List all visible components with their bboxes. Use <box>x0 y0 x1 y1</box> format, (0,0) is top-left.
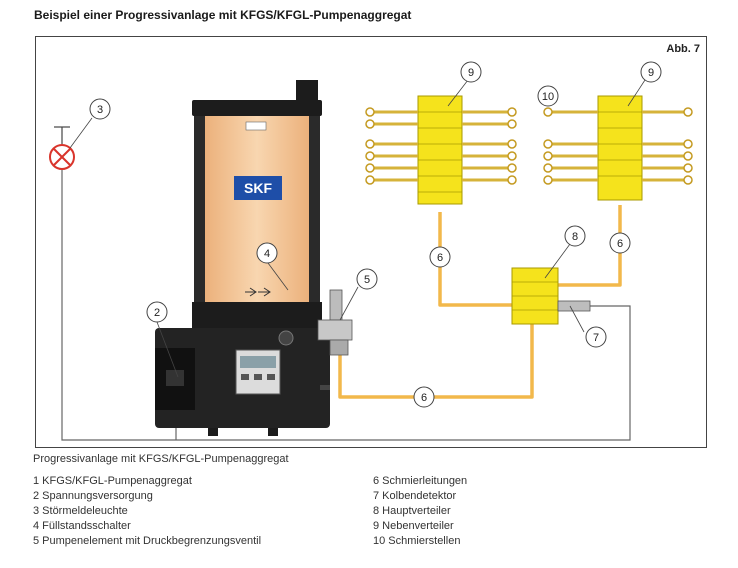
callout-9a <box>460 61 482 83</box>
legend-item: 2 Spannungsversorgung <box>33 490 153 502</box>
svg-text:6: 6 <box>437 252 443 264</box>
figure-caption: Progressivanlage mit KFGS/KFGL-Pumpenagg… <box>33 453 289 465</box>
svg-text:2: 2 <box>154 307 160 319</box>
svg-text:9: 9 <box>468 67 474 79</box>
callout-10 <box>537 85 559 107</box>
callout-9b <box>640 61 662 83</box>
figure-frame: Abb. 7 <box>35 36 707 448</box>
svg-text:10: 10 <box>542 91 554 103</box>
legend-item: 5 Pumpenelement mit Druckbegrenzungsvent… <box>33 535 262 547</box>
legend-left: 1 KFGS/KFGL-Pumpenaggregat 2 Spannungsve… <box>33 474 261 549</box>
svg-text:6: 6 <box>421 392 427 404</box>
callout-numbers: 2 3 4 5 6 6 6 7 8 9 9 10 <box>97 67 654 404</box>
svg-text:4: 4 <box>264 248 270 260</box>
callout-3 <box>89 98 111 120</box>
callout-5 <box>356 268 378 290</box>
main-distributor <box>511 267 591 325</box>
legend-item: 6 Schmierleitungen <box>373 475 468 487</box>
legend-item: 9 Nebenverteiler <box>373 520 454 532</box>
callout-6c <box>413 386 435 408</box>
figure-label: Abb. 7 <box>666 43 700 55</box>
skf-logo-text: SKF <box>244 180 272 196</box>
pump-unit <box>155 80 330 436</box>
callout-2 <box>146 301 168 323</box>
page-title: Beispiel einer Progressivanlage mit KFGS… <box>34 8 412 22</box>
svg-text:5: 5 <box>364 274 370 286</box>
svg-text:8: 8 <box>572 231 578 243</box>
callout-4 <box>256 242 278 264</box>
pump-element <box>317 289 353 356</box>
secondary-distributor-right <box>548 95 688 201</box>
callout-markers <box>89 61 662 408</box>
legend-item: 10 Schmierstellen <box>373 535 461 547</box>
legend-item: 7 Kolbendetektor <box>373 490 457 502</box>
lubrication-lines <box>338 205 622 399</box>
legend-item: 3 Störmeldeleuchte <box>33 505 128 517</box>
legend-item: 1 KFGS/KFGL-Pumpenaggregat <box>33 475 192 487</box>
legend-item: 4 Füllstandsschalter <box>33 520 131 532</box>
callout-leaders <box>69 79 646 378</box>
secondary-distributor-left <box>370 95 512 205</box>
warning-lamp-icon <box>49 126 75 170</box>
svg-text:3: 3 <box>97 104 103 116</box>
callout-7 <box>585 326 607 348</box>
system-diagram: SKF <box>49 61 693 441</box>
callout-6a <box>429 246 451 268</box>
svg-text:9: 9 <box>648 67 654 79</box>
svg-text:7: 7 <box>593 332 599 344</box>
callout-6b <box>609 232 631 254</box>
svg-text:6: 6 <box>617 238 623 250</box>
skf-logo: SKF <box>234 176 282 200</box>
legend-item: 8 Hauptverteiler <box>373 505 451 517</box>
lubrication-points <box>365 107 693 185</box>
legend-right: 6 Schmierleitungen 7 Kolbendetektor 8 Ha… <box>373 474 467 549</box>
callout-8 <box>564 225 586 247</box>
